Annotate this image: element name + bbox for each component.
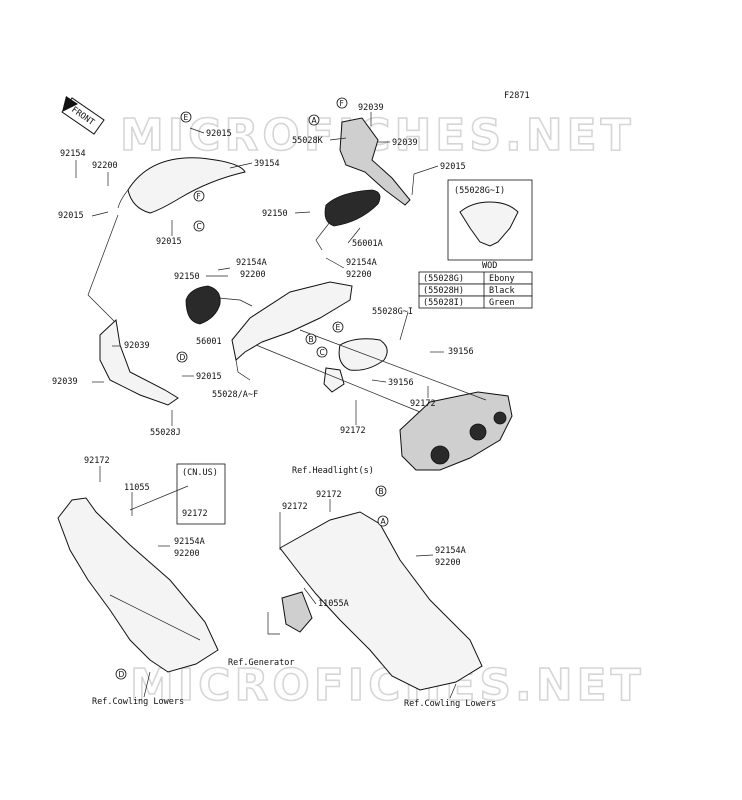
- inset-box: (55028G~I) WOD (55028G) Ebony (55028H) B…: [418, 179, 533, 309]
- windshield: [117, 157, 246, 214]
- part-label: 39154: [254, 159, 280, 169]
- part-label: 92039: [392, 138, 418, 148]
- part-label: 92150: [174, 272, 200, 282]
- callout: B: [305, 333, 317, 345]
- inset-row-code: (55028H): [423, 286, 464, 296]
- part-label: 92200: [240, 270, 266, 280]
- svg-text:B: B: [309, 335, 314, 344]
- inset-row-color: Black: [489, 286, 515, 296]
- part-label: 92154: [60, 149, 86, 159]
- part-label: 92154A: [236, 258, 267, 268]
- part-label: 11055: [124, 483, 150, 493]
- svg-text:A: A: [381, 517, 387, 526]
- callout: C: [193, 220, 205, 232]
- part-label: 56001A: [352, 239, 383, 249]
- svg-text:D: D: [180, 353, 186, 362]
- bracket-55028k: [339, 117, 411, 206]
- callout: D: [115, 668, 127, 680]
- part-label: Ref.Headlight(s): [292, 466, 374, 476]
- callout: F: [336, 97, 348, 109]
- figure-code: F2871: [504, 91, 530, 101]
- part-label: 92172: [316, 490, 342, 500]
- cn-us-box: (CN.US) 92172: [129, 463, 226, 525]
- front-arrow-icon: FRONT: [61, 96, 105, 135]
- part-label: 92150: [262, 209, 288, 219]
- part-label: 92015: [206, 129, 232, 139]
- cn-box-title: (CN.US): [182, 468, 218, 478]
- part-label: 92039: [124, 341, 150, 351]
- part-label: 55028G~I: [372, 307, 413, 317]
- upper-cowl: [231, 281, 353, 381]
- part-label: 55028/A~F: [212, 390, 258, 400]
- part-label: 39156: [388, 378, 414, 388]
- inset-row-code: (55028I): [423, 298, 464, 308]
- callout: A: [377, 515, 389, 527]
- callout: F: [193, 190, 205, 202]
- part-label: 92172: [282, 502, 308, 512]
- svg-text:C: C: [320, 348, 325, 357]
- part-label: 92200: [346, 270, 372, 280]
- part-label: 92200: [174, 549, 200, 559]
- part-label: 92154A: [174, 537, 205, 547]
- part-label: 92200: [92, 161, 118, 171]
- callout: B: [375, 485, 387, 497]
- mirror-right: [315, 189, 381, 251]
- callout: A: [308, 114, 320, 126]
- part-label: 92172: [84, 456, 110, 466]
- callout: D: [176, 351, 188, 363]
- side-cover-left: [87, 214, 179, 406]
- part-label: 92039: [52, 377, 78, 387]
- callout: E: [332, 321, 344, 333]
- part-label: 11055A: [318, 599, 349, 609]
- part-label: 55028J: [150, 428, 181, 438]
- svg-text:E: E: [184, 113, 189, 122]
- part-label: 92015: [156, 237, 182, 247]
- part-label: 92015: [440, 162, 466, 172]
- part-label: Ref.Cowling Lowers: [404, 699, 496, 709]
- inset-row-code: (55028G): [423, 274, 464, 284]
- part-label: 92039: [358, 103, 384, 113]
- mirror-left: [185, 285, 253, 325]
- inset-title: (55028G~I): [454, 186, 505, 196]
- part-label: 55028K: [292, 136, 324, 146]
- part-label: 92015: [196, 372, 222, 382]
- inset-row-color: Green: [489, 298, 515, 308]
- part-label: 92172: [340, 426, 366, 436]
- part-label: 92154A: [435, 546, 466, 556]
- cn-box-part: 92172: [182, 509, 208, 519]
- svg-text:F: F: [197, 192, 201, 201]
- part-label: 92154A: [346, 258, 377, 268]
- svg-text:F: F: [340, 99, 344, 108]
- part-label: 92172: [410, 399, 436, 409]
- headlight: [399, 391, 513, 471]
- svg-text:A: A: [312, 116, 318, 125]
- side-cowl-left: [57, 497, 219, 673]
- part-label: 39156: [448, 347, 474, 357]
- inset-subtitle: WOD: [482, 261, 497, 271]
- inner-cover: [323, 338, 388, 393]
- callout: E: [180, 111, 192, 123]
- inset-row-color: Ebony: [489, 274, 515, 284]
- svg-text:C: C: [197, 222, 202, 231]
- part-label: Ref.Cowling Lowers: [92, 697, 184, 707]
- watermark-top: MICROFICHES.NET: [120, 110, 635, 161]
- side-cowl-right: [267, 511, 483, 691]
- svg-text:E: E: [336, 323, 341, 332]
- part-label: 56001: [196, 337, 222, 347]
- svg-text:B: B: [379, 487, 384, 496]
- callout: C: [316, 346, 328, 358]
- part-label: 92200: [435, 558, 461, 568]
- part-label: 92015: [58, 211, 84, 221]
- part-label: Ref.Generator: [228, 658, 295, 668]
- svg-text:D: D: [119, 670, 125, 679]
